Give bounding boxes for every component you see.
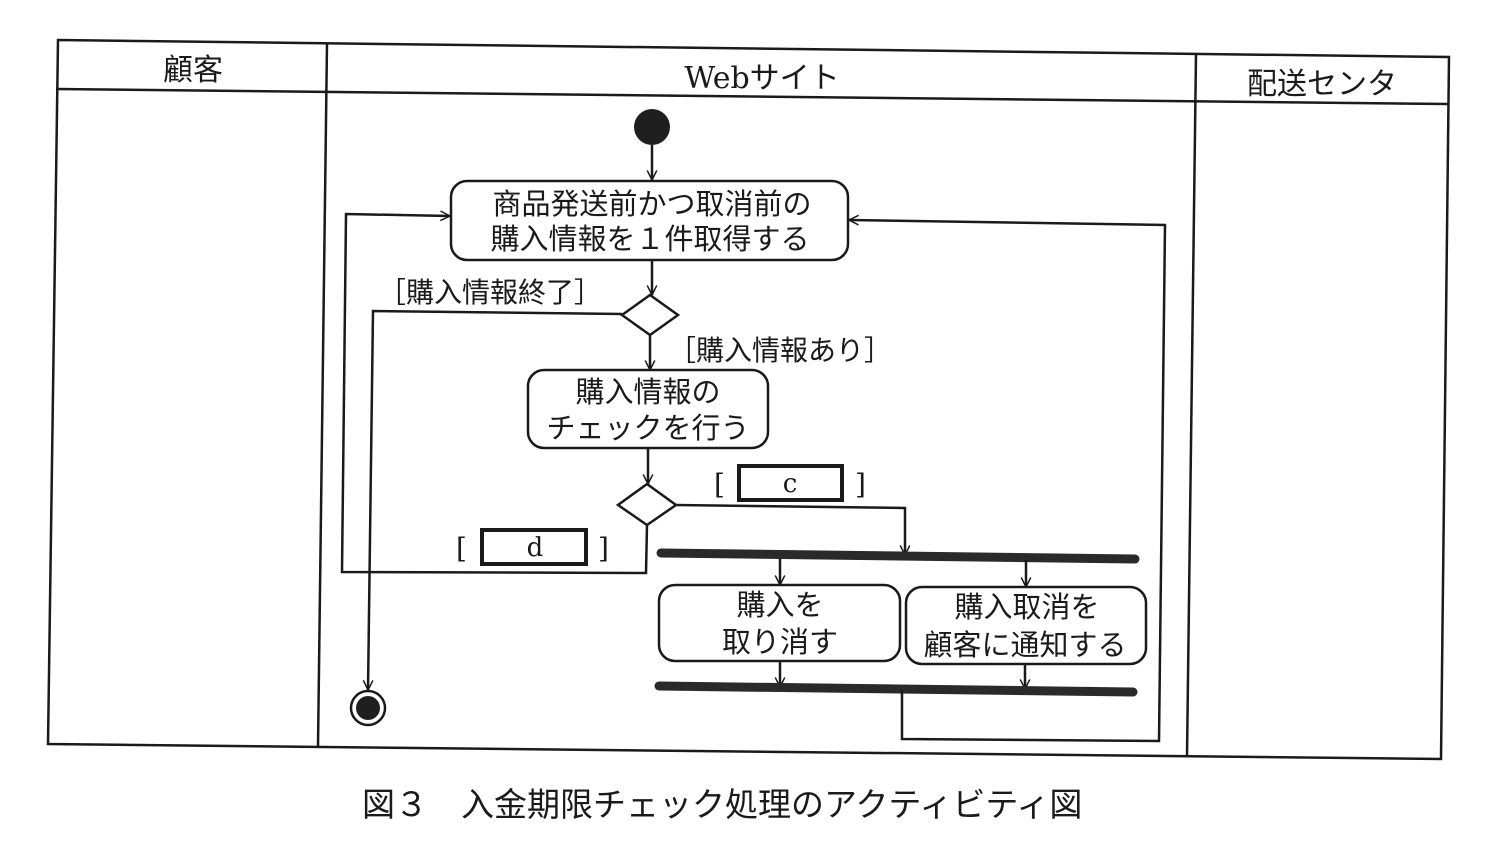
- blank-d-label: d: [527, 533, 544, 563]
- edge-decision1-to-final: [368, 309, 623, 690]
- guard-has-purchase: ［購入情報あり］: [668, 334, 892, 367]
- final-node-inner-dot: [356, 696, 380, 720]
- edge-join-to-get: [849, 220, 1167, 743]
- join-bar: [654, 681, 1138, 697]
- decision-node-2: [615, 482, 679, 527]
- initial-node: [634, 109, 670, 145]
- blank-d-box: [480, 528, 588, 566]
- guard-c-close-bracket: ]: [855, 468, 866, 501]
- action-cancel-purchase-line1: 購入を: [736, 588, 823, 622]
- action-get-purchase: 商品発送前かつ取消前の 購入情報を１件取得する: [449, 179, 850, 262]
- guard-d: [ d ]: [456, 528, 609, 566]
- action-check-purchase: 購入情報の チェックを行う: [526, 368, 770, 450]
- action-get-purchase-line1: 商品発送前かつ取消前の: [492, 187, 811, 221]
- lane-title-website: Webサイト: [684, 61, 839, 96]
- decision-node-1: [619, 293, 681, 337]
- blank-c-label: c: [783, 469, 798, 499]
- edge-decision2-to-fork: [675, 503, 905, 555]
- swimlane-header-divider: [55, 87, 1449, 106]
- action-cancel-purchase-line2: 取り消す: [722, 625, 838, 659]
- guard-d-open-bracket: [: [456, 532, 467, 565]
- action-check-purchase-line1: 購入情報の: [575, 375, 720, 409]
- lane-divider-customer-website: [316, 42, 329, 747]
- lane-title-customer: 顧客: [163, 53, 223, 88]
- guard-end-of-purchases: ［購入情報終了］: [378, 276, 602, 309]
- fork-bar: [656, 548, 1140, 564]
- figure-caption: 図３ 入金期限チェック処理のアクティビティ図: [362, 785, 1082, 824]
- action-notify-customer: 購入取消を 顧客に通知する: [904, 585, 1148, 666]
- final-node: [349, 689, 387, 727]
- action-cancel-purchase: 購入を 取り消す: [657, 583, 902, 663]
- action-notify-customer-line1: 購入取消を: [954, 590, 1099, 624]
- action-notify-customer-line2: 顧客に通知する: [923, 628, 1126, 662]
- swimlane-frame: [46, 38, 1451, 761]
- action-check-purchase-line2: チェックを行う: [546, 411, 749, 445]
- blank-c-box: [737, 464, 844, 502]
- guard-c-open-bracket: [: [714, 468, 725, 501]
- guard-d-close-bracket: ]: [598, 532, 609, 565]
- swimlane-outer-border: [46, 38, 1451, 761]
- lane-title-delivery-center: 配送センタ: [1247, 67, 1397, 102]
- edge-decision2-to-get: [340, 214, 649, 575]
- guard-c: [ c ]: [714, 464, 866, 502]
- action-get-purchase-line2: 購入情報を１件取得する: [490, 222, 809, 256]
- lane-divider-website-delivery: [1185, 53, 1198, 757]
